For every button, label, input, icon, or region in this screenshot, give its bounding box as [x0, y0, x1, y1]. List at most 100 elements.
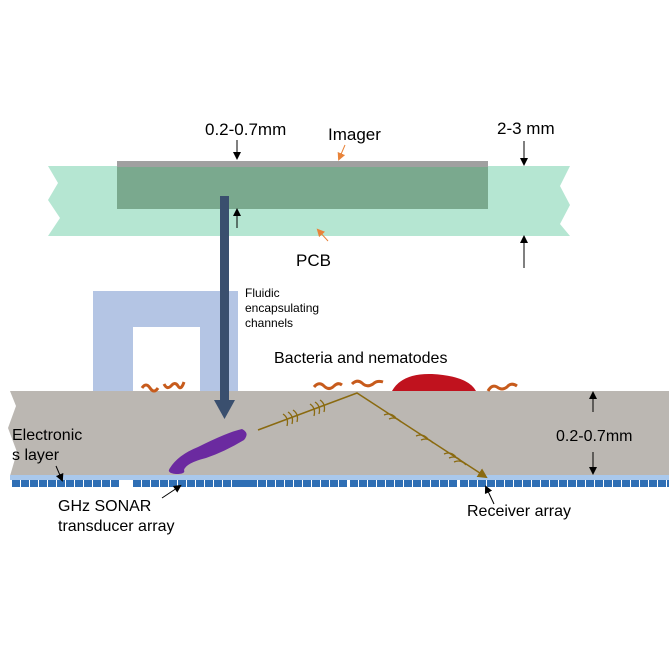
fluidic-label-line3: channels	[245, 316, 293, 330]
transducer-element	[339, 480, 347, 487]
transducer-element	[377, 480, 385, 487]
transducer-element	[223, 480, 231, 487]
receiver-label: Receiver array	[467, 503, 571, 520]
transducer-element	[321, 480, 329, 487]
chip-thickness-label: 0.2-0.7mm	[556, 428, 632, 445]
transducer-element	[267, 480, 275, 487]
transducer-element	[368, 480, 376, 487]
organism	[162, 381, 186, 390]
transducer-element	[413, 480, 421, 487]
pcb-pointer	[316, 228, 329, 242]
transducer-element	[649, 480, 657, 487]
transducer-element	[359, 480, 367, 487]
transducer-element	[178, 480, 186, 487]
transducer-element	[151, 480, 159, 487]
transducer-element	[12, 480, 20, 487]
transducer-element	[613, 480, 621, 487]
transducer-element	[550, 480, 558, 487]
transducer-element	[169, 480, 177, 487]
transducer-element	[93, 480, 101, 487]
sonar-beam	[168, 429, 247, 474]
wave-arcs	[282, 399, 467, 466]
transducer-element	[631, 480, 639, 487]
fluidic-label-line2: encapsulating	[245, 301, 319, 315]
transducer-element	[514, 480, 522, 487]
transducer-element	[532, 480, 540, 487]
transducer-element	[622, 480, 630, 487]
electronics-pointer	[55, 465, 64, 482]
organism	[486, 382, 518, 392]
imager-pointer	[337, 144, 346, 161]
transducer-element	[39, 480, 47, 487]
organism	[312, 382, 343, 390]
transducer-element	[449, 480, 457, 487]
transducer-element	[395, 480, 403, 487]
transducer-element	[330, 480, 338, 487]
transducer-element	[102, 480, 110, 487]
transducer-element	[249, 480, 257, 487]
transducer-element	[658, 480, 666, 487]
transducer-element	[568, 480, 576, 487]
receiver-pointer	[484, 485, 495, 505]
transducer-element	[604, 480, 612, 487]
nematode-blob	[392, 373, 476, 391]
imager-thickness-label: 0.2-0.7mm	[205, 120, 286, 139]
transducer-element	[431, 480, 439, 487]
bacteria-label: Bacteria and nematodes	[274, 350, 447, 367]
transducer-element	[294, 480, 302, 487]
fluidic-label-line1: Fluidic	[245, 286, 280, 300]
transducer-array	[12, 480, 669, 487]
transducer-element	[160, 480, 168, 487]
transducer-element	[57, 480, 65, 487]
transducer-element	[48, 480, 56, 487]
transducer-element	[142, 480, 150, 487]
transducer-element	[312, 480, 320, 487]
transducer-element	[84, 480, 92, 487]
sonar-label-line2: transducer array	[58, 518, 175, 535]
pcb-label: PCB	[296, 251, 331, 270]
down-arrow-head	[214, 400, 235, 419]
fluidic-channel	[93, 291, 238, 391]
transducer-element	[285, 480, 293, 487]
transducer-element	[559, 480, 567, 487]
transducer-element	[640, 480, 648, 487]
sonar-pointer	[161, 484, 182, 499]
transducer-element	[422, 480, 430, 487]
transducer-element	[577, 480, 585, 487]
imager-chip	[117, 166, 488, 209]
transducer-element	[111, 480, 119, 487]
transducer-element	[133, 480, 141, 487]
transducer-element	[75, 480, 83, 487]
transducer-element	[386, 480, 394, 487]
transducer-element	[30, 480, 38, 487]
transducer-element	[541, 480, 549, 487]
organism	[140, 383, 160, 393]
wave-path	[257, 392, 488, 479]
transducer-element	[667, 480, 669, 487]
chip-slab	[8, 391, 669, 476]
organism	[350, 379, 384, 388]
transducer-element	[469, 480, 477, 487]
transducer-element	[595, 480, 603, 487]
transducer-element	[440, 480, 448, 487]
transducer-element	[404, 480, 412, 487]
transducer-element	[232, 480, 240, 487]
transducer-element	[303, 480, 311, 487]
transducer-element	[586, 480, 594, 487]
transducer-element	[496, 480, 504, 487]
electronics-layer	[10, 475, 669, 480]
transducer-element	[258, 480, 266, 487]
transducer-element	[276, 480, 284, 487]
sonar-label-line1: GHz SONAR	[58, 498, 151, 515]
transducer-element	[523, 480, 531, 487]
transducer-element	[240, 480, 248, 487]
transducer-element	[187, 480, 195, 487]
transducer-element	[205, 480, 213, 487]
electronics-label-line2: s layer	[12, 447, 60, 464]
transducer-element	[196, 480, 204, 487]
down-arrow-shaft	[220, 196, 229, 402]
transducer-element	[478, 480, 486, 487]
electronics-label-line1: Electronic	[12, 427, 82, 444]
